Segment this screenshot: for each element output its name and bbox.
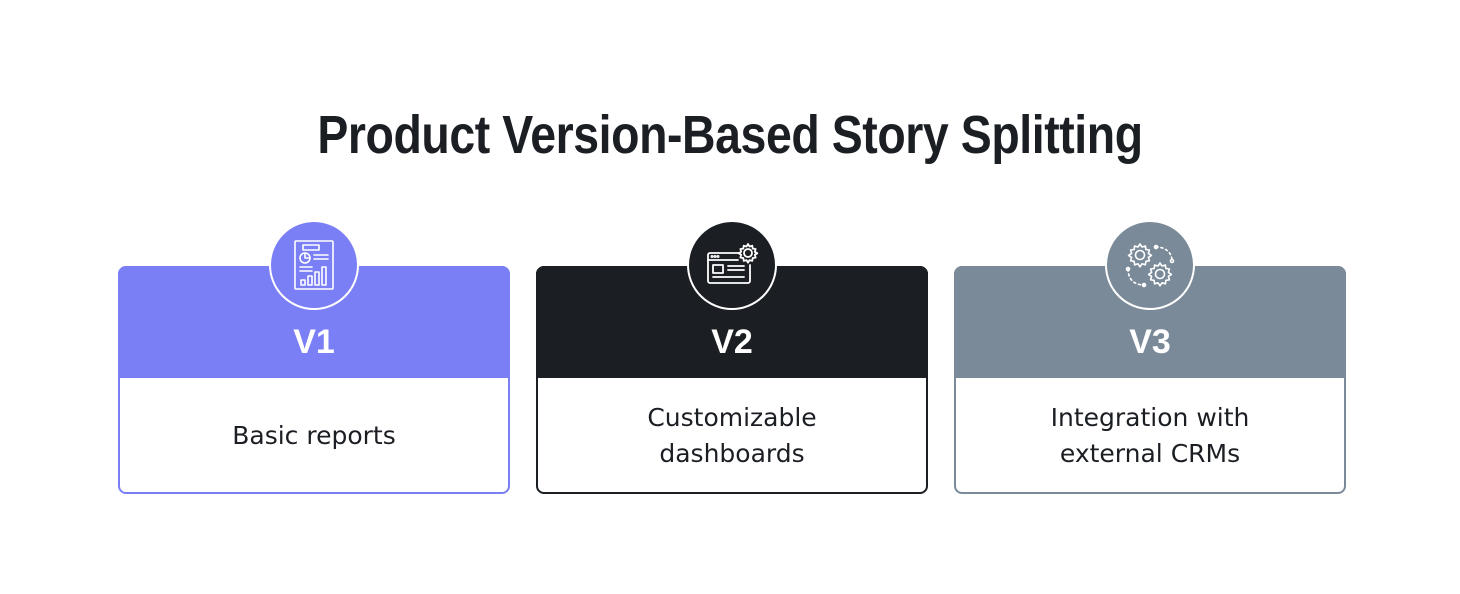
page-title: Product Version-Based Story Splitting [317, 105, 1143, 165]
version-label: V3 [1129, 323, 1171, 361]
dashboard-settings-icon [687, 220, 777, 310]
version-description: Integration with external CRMs [1050, 403, 1250, 468]
version-card-v3: V3 Integration with external CRMs [954, 266, 1346, 494]
version-label: V1 [293, 323, 335, 361]
report-chart-icon [269, 220, 359, 310]
version-label: V2 [711, 323, 753, 361]
version-description: Customizable dashboards [647, 403, 817, 468]
gears-integration-icon [1105, 220, 1195, 310]
version-description: Basic reports [232, 421, 396, 450]
